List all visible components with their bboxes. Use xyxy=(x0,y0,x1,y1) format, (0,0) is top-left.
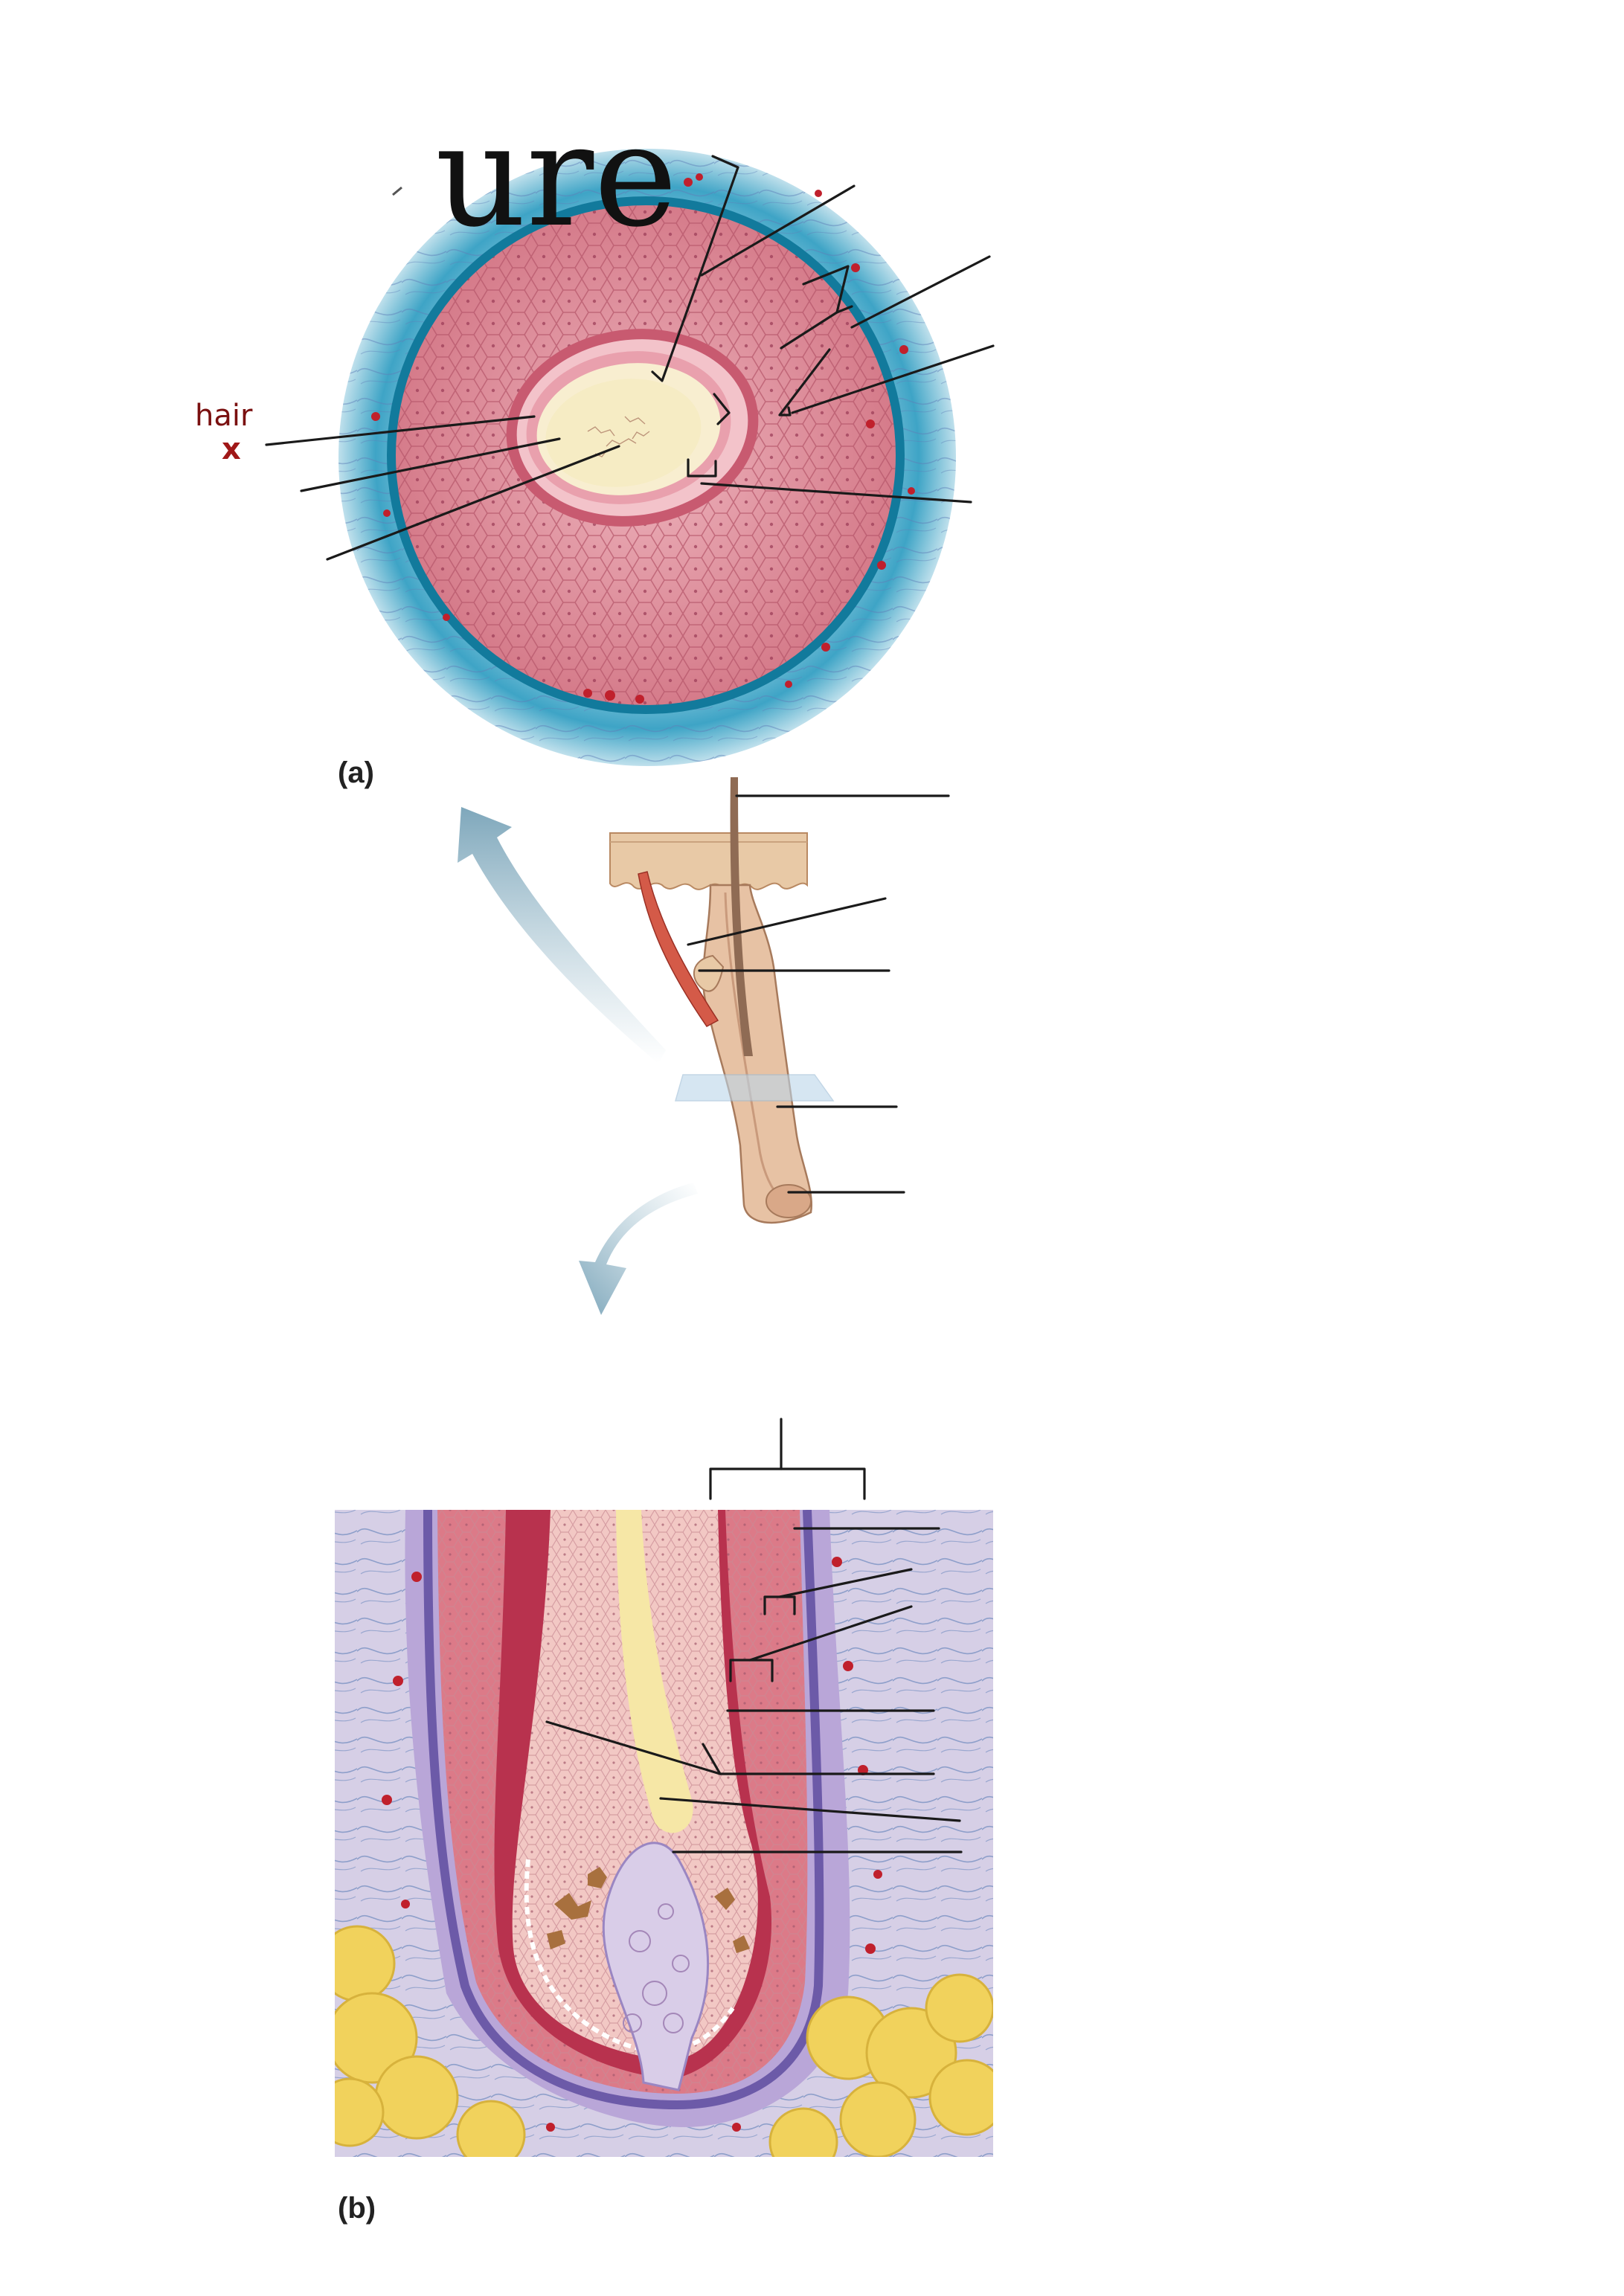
hair-shaft xyxy=(730,777,753,1056)
panel-a-label: (a) xyxy=(338,756,374,789)
curved-arrow-icon xyxy=(579,1183,698,1315)
panel-b-label: (b) xyxy=(338,2192,376,2225)
hair-annotation: hair xyxy=(195,399,253,433)
arrector-pili-muscle xyxy=(638,871,719,1027)
follicle-overview xyxy=(458,777,950,1315)
panel-a-leader-lines xyxy=(265,155,995,561)
hair-medulla xyxy=(616,1510,693,1833)
melanocytes xyxy=(547,1867,750,1953)
section-plane xyxy=(675,1074,835,1102)
hair-follicle xyxy=(702,884,813,1224)
blood-vessels xyxy=(371,173,915,704)
epidermis xyxy=(609,832,808,890)
title-fragment: ure xyxy=(435,94,678,258)
panel-b-leader-lines xyxy=(545,1418,963,1853)
hair-bulb xyxy=(766,1184,812,1218)
panel-b-longitudinal-section xyxy=(335,1510,993,2157)
x-mark-icon: x xyxy=(222,432,241,466)
curved-arrow-icon xyxy=(458,807,666,1064)
panel-a-cross-section xyxy=(338,149,956,766)
sebaceous-gland xyxy=(693,954,725,992)
adipose-tissue xyxy=(335,1925,993,2157)
